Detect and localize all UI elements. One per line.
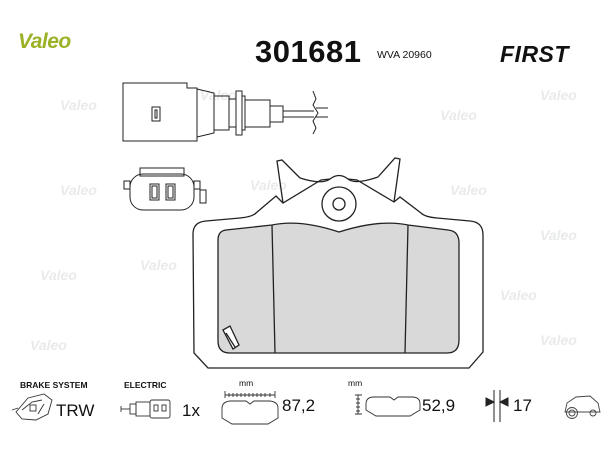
watermark-text: Valeo (140, 257, 177, 273)
part-number: 301681 (255, 34, 362, 69)
wear-sensor-icon (120, 399, 171, 419)
height-value: 52,9 (422, 396, 456, 415)
watermark-text: Valeo (440, 107, 477, 123)
wva-label: WVA (377, 49, 400, 61)
watermark-text: Valeo (40, 267, 77, 283)
brake-system-label: BRAKE SYSTEM (20, 380, 88, 390)
watermark-pattern: Valeo Valeo Valeo Valeo Valeo Valeo Vale… (30, 87, 577, 353)
range-brand: FIRST (500, 41, 569, 67)
watermark-text: Valeo (60, 182, 97, 198)
thickness-value: 17 (513, 396, 532, 415)
pad-height-icon (355, 394, 421, 417)
brake-system-value: TRW (56, 401, 95, 420)
brake-caliper-icon (11, 393, 53, 421)
width-unit: mm (239, 378, 254, 388)
watermark-text: Valeo (540, 332, 577, 348)
valeo-logo: Valeo (18, 30, 71, 53)
pad-width-icon (221, 391, 279, 425)
wear-sensor-connector-side (122, 82, 328, 142)
watermark-text: Valeo (540, 87, 577, 103)
height-unit: mm (348, 378, 363, 388)
electric-label: ELECTRIC (124, 380, 167, 390)
watermark-text: Valeo (30, 337, 67, 353)
wva-number: WVA 20960 (377, 49, 432, 61)
width-value: 87,2 (282, 396, 316, 415)
watermark-text: Valeo (200, 87, 237, 103)
brake-pad-outline (192, 157, 484, 369)
thickness-icon (485, 390, 509, 422)
watermark-text: Valeo (60, 97, 97, 113)
electric-value: 1x (182, 401, 200, 420)
watermark-text: Valeo (540, 227, 577, 243)
watermark-text: Valeo (450, 182, 487, 198)
watermark-text: Valeo (500, 287, 537, 303)
wva-value: 20960 (402, 49, 432, 61)
rear-axle-car-icon (564, 395, 601, 419)
wear-sensor-connector-front (123, 167, 207, 211)
watermark-text: Valeo (250, 177, 287, 193)
